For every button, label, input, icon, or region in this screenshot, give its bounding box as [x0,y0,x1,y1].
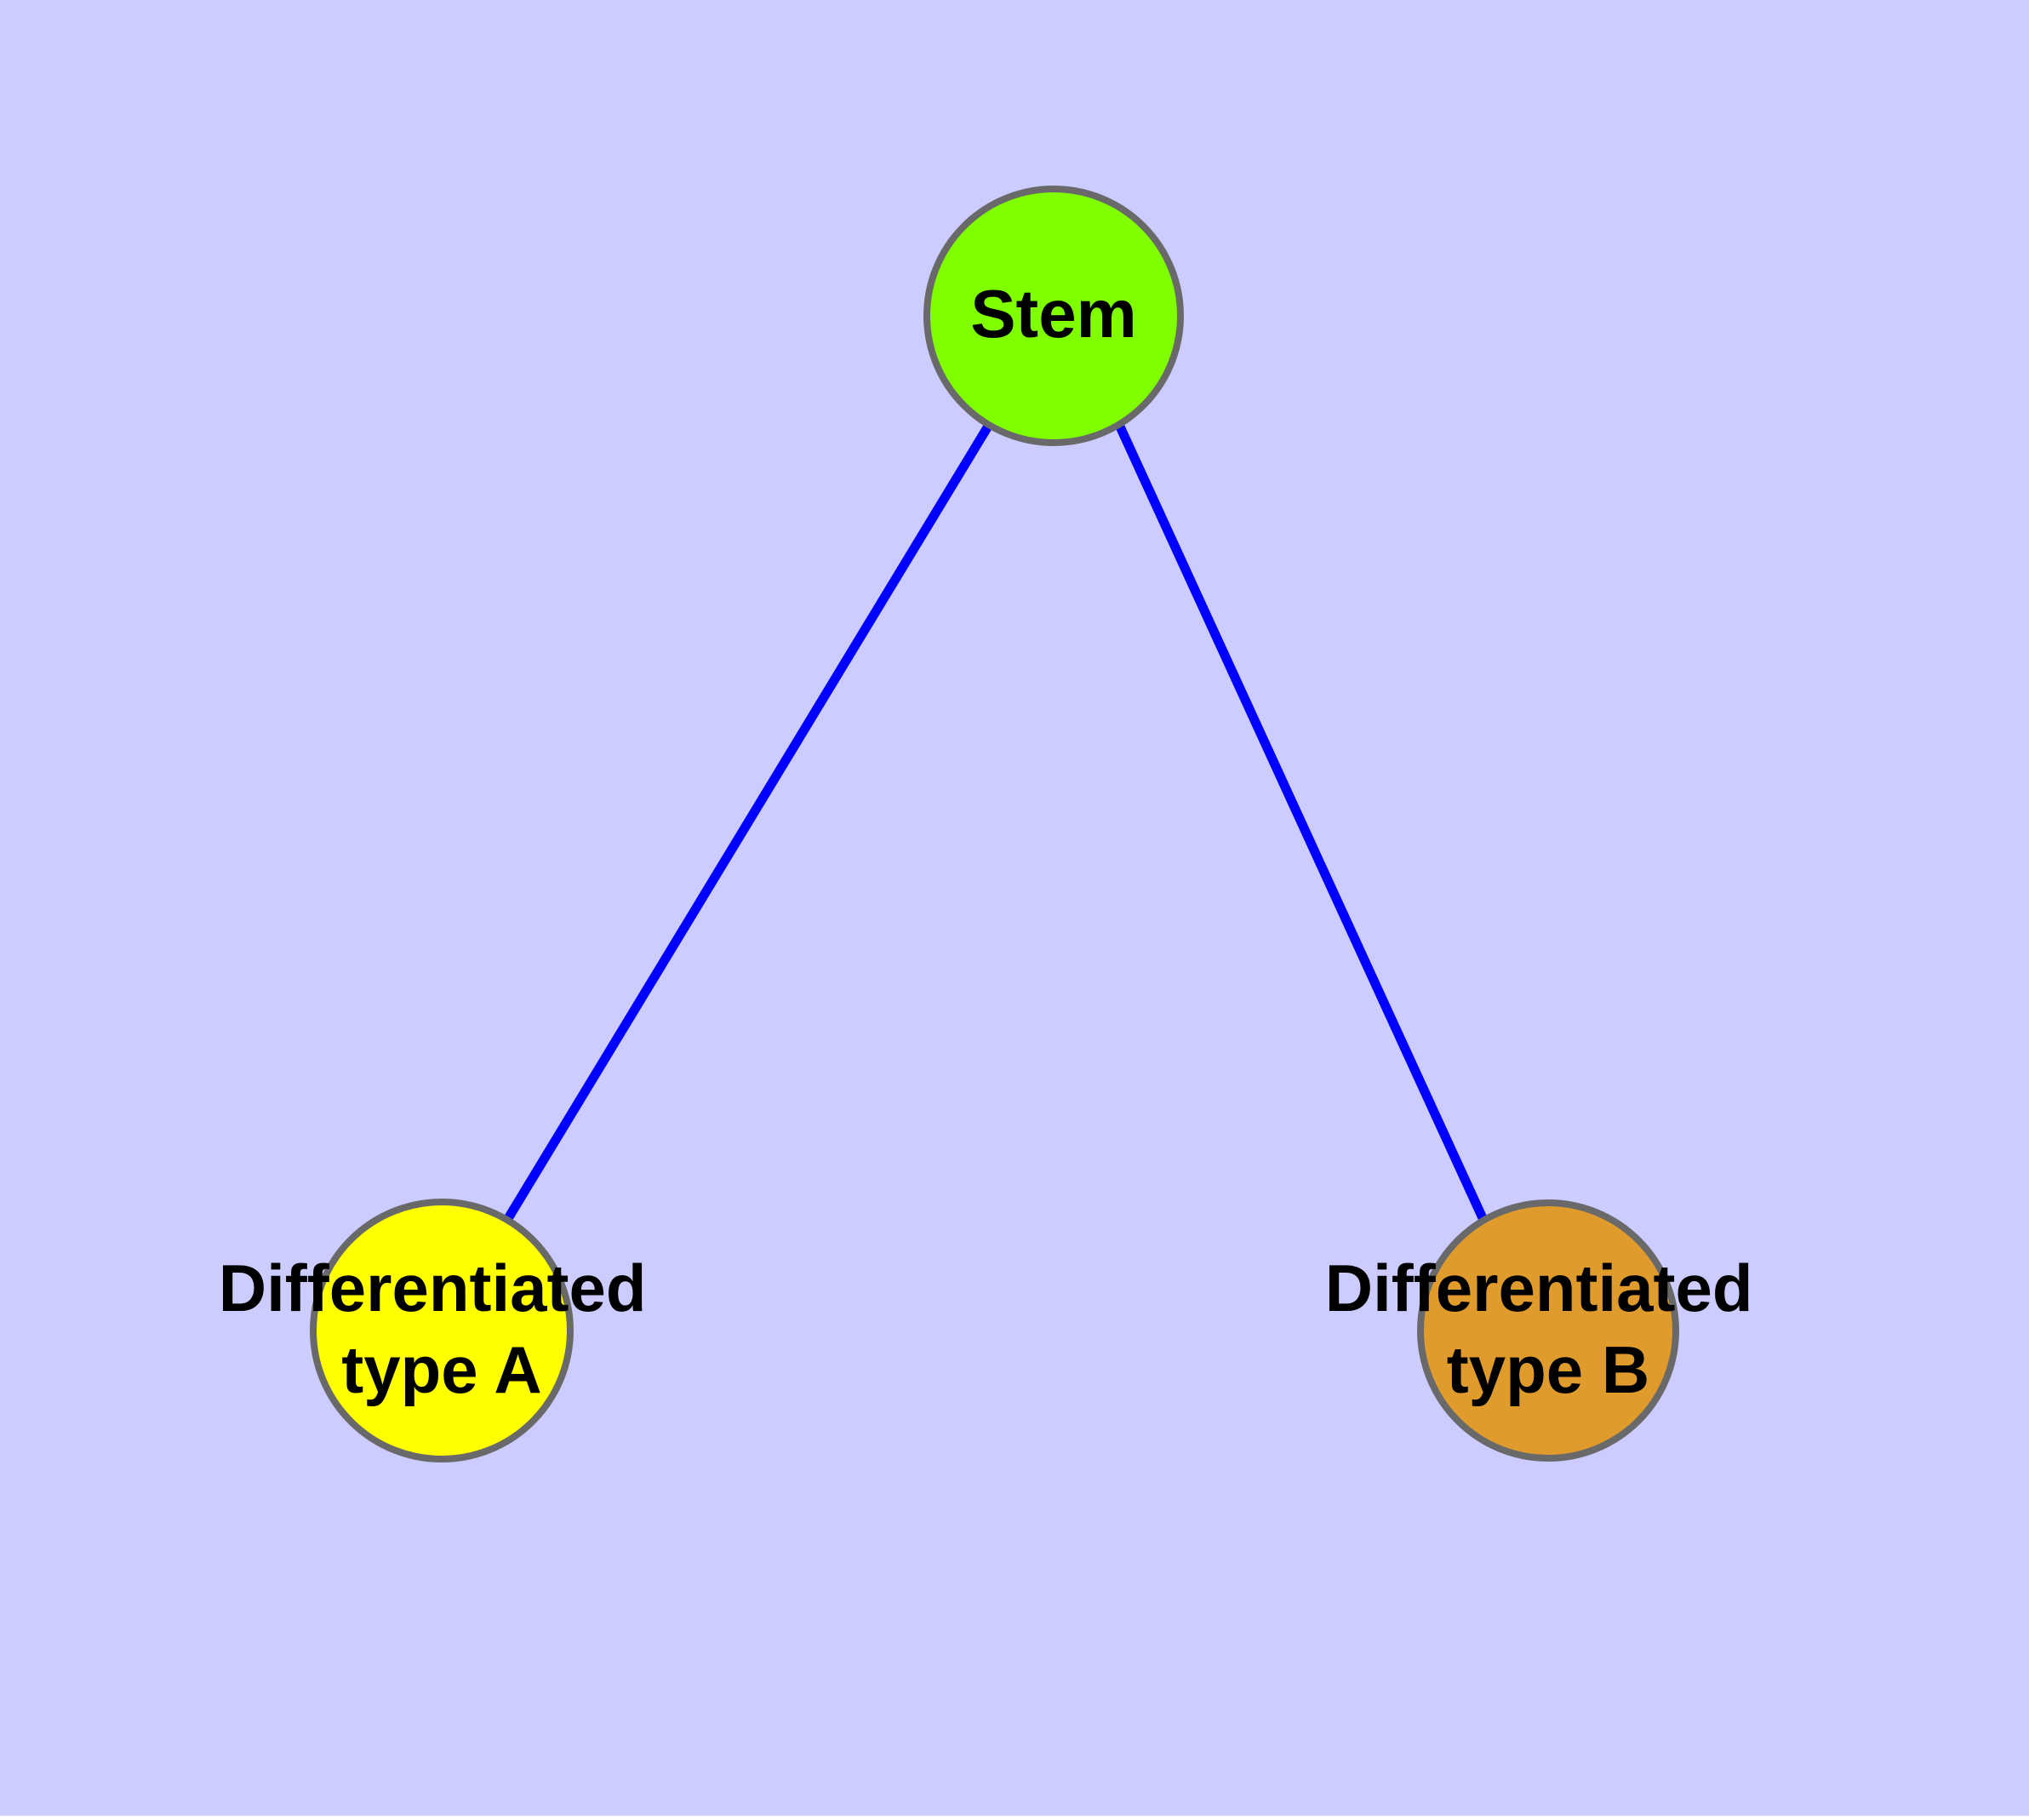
node-circle-differentiated-type-a[interactable] [310,1199,574,1462]
node-label-line: Stem [970,276,1137,352]
node-label-differentiated-type-a: Differentiated type A [219,1251,665,1407]
node-label-line: Differentiated [1325,1251,1753,1325]
node-differentiated-type-b[interactable]: Differentiated type B [1325,1199,1771,1462]
node-label-line: Differentiated [219,1251,647,1325]
node-differentiated-type-a[interactable]: Differentiated type A [219,1199,665,1462]
node-stem[interactable]: Stem [923,186,1184,446]
node-circle-differentiated-type-b[interactable] [1417,1199,1679,1462]
edge-stem-to-differentiated-type-b[interactable] [1114,422,1489,1222]
node-circle-stem[interactable] [923,186,1184,446]
edge-layer [503,422,1489,1222]
node-label-line: type B [1447,1332,1649,1407]
node-label-differentiated-type-b: Differentiated type B [1325,1251,1771,1407]
node-label-line: type A [341,1332,542,1407]
node-label-stem: Stem [970,276,1137,352]
edge-stem-to-differentiated-type-a[interactable] [503,422,993,1222]
